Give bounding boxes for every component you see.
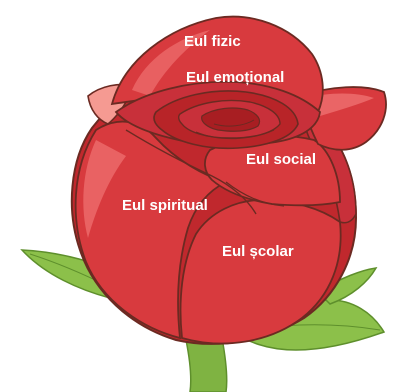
- stem: [186, 338, 227, 392]
- inner-swirl-core: [202, 108, 260, 131]
- label-eul-emotional: Eul emoțional: [186, 69, 284, 86]
- label-eul-scolar: Eul școlar: [222, 243, 294, 260]
- label-eul-fizic: Eul fizic: [184, 33, 241, 50]
- label-eul-social: Eul social: [246, 151, 316, 168]
- label-eul-spiritual: Eul spiritual: [122, 197, 208, 214]
